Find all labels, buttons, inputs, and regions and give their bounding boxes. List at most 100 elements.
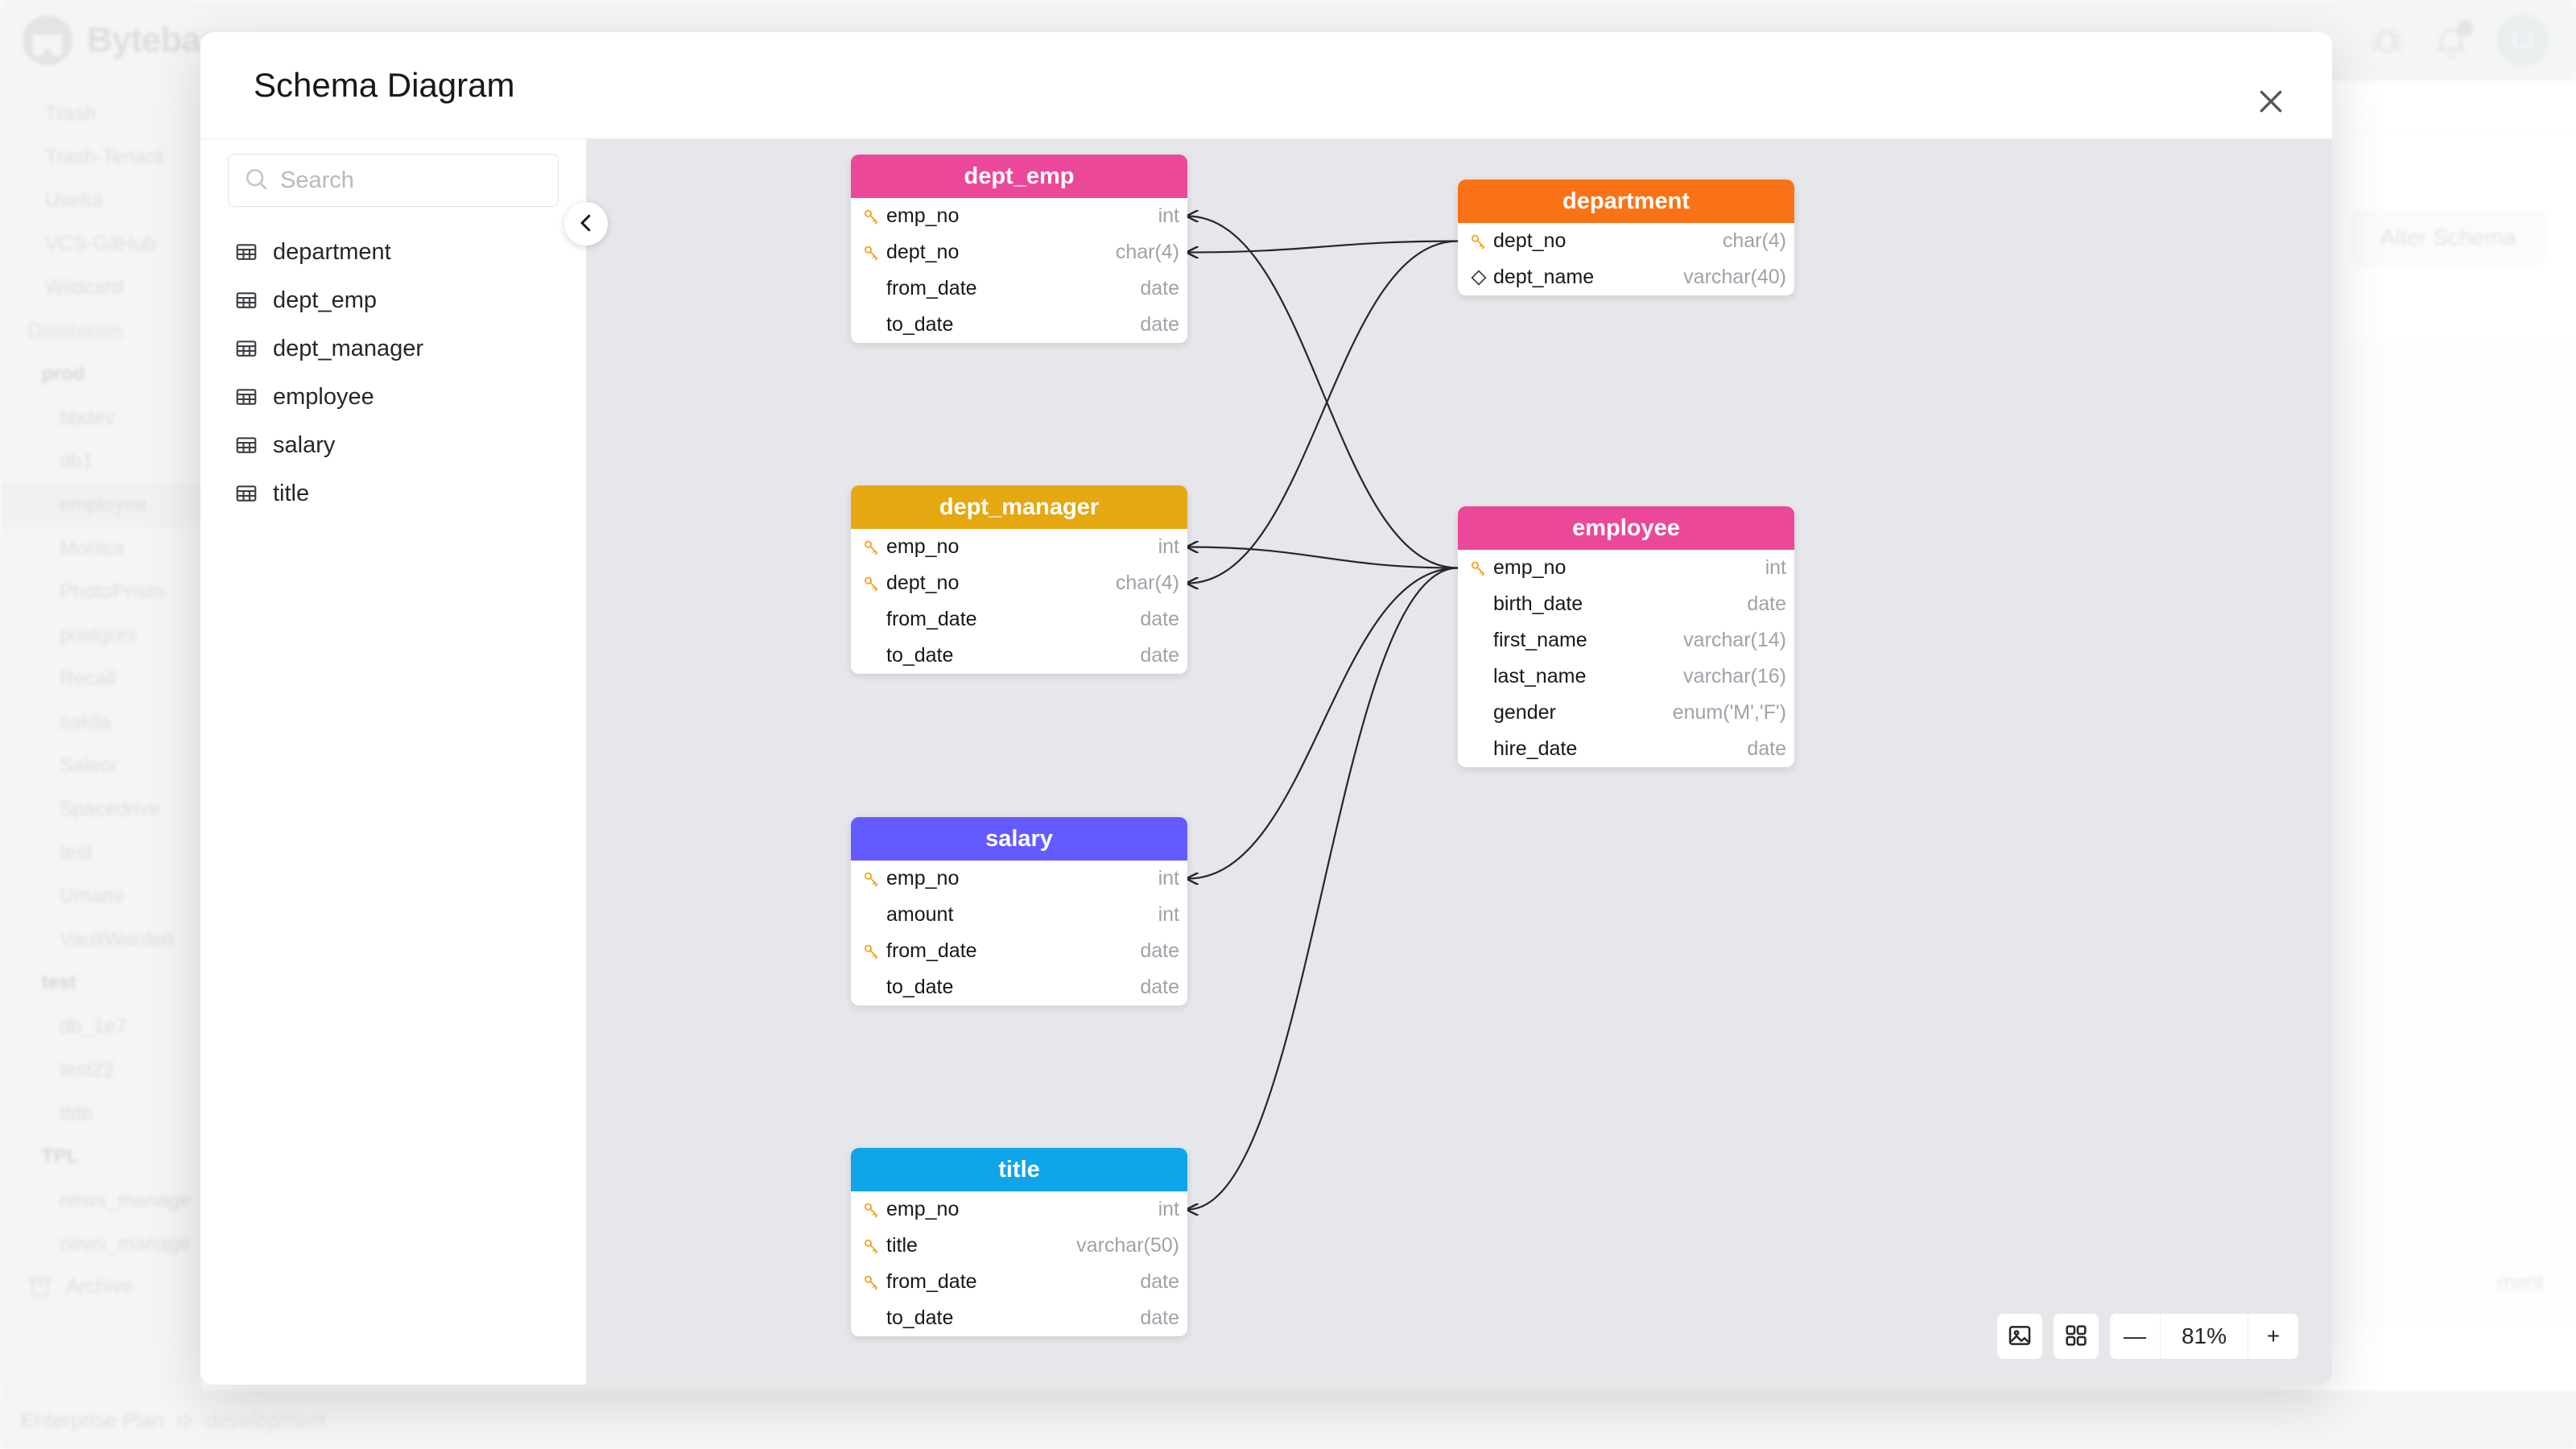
column-type: int: [1158, 867, 1179, 890]
sidebar-item-vcs-github[interactable]: VCS-GitHub: [45, 233, 156, 255]
sidebar-item-test[interactable]: test: [42, 972, 76, 993]
sidebar-item-bbdev[interactable]: bbdev: [60, 407, 115, 429]
key-icon: [1469, 559, 1493, 578]
sidebar-item-postgres[interactable]: postgres: [60, 624, 137, 646]
sidebar-item-umami[interactable]: Umami: [60, 885, 124, 907]
sidebar-item-ttdb[interactable]: ttdb: [60, 1102, 93, 1125]
auto-layout-button[interactable]: [2054, 1314, 2099, 1359]
sidebar-item-archive[interactable]: Archive: [0, 1265, 201, 1307]
sidebar-item-test[interactable]: test: [60, 841, 93, 864]
sidebar-item-trash[interactable]: Trash: [45, 102, 96, 125]
sidebar-item-test22[interactable]: test22: [60, 1059, 115, 1081]
grid-icon: [2063, 1323, 2089, 1351]
sidebar-item-db1[interactable]: db1: [60, 450, 93, 473]
zoom-in-button[interactable]: +: [2248, 1314, 2298, 1359]
zoom-out-button[interactable]: —: [2110, 1314, 2160, 1359]
column-name: dept_name: [1493, 266, 1595, 288]
alter-schema-button[interactable]: Alter Schema: [2351, 211, 2544, 264]
close-icon[interactable]: [2248, 79, 2293, 124]
chevron-left-icon: [574, 211, 598, 237]
sidebar-item-monica[interactable]: Monica: [60, 537, 125, 559]
modal-body: departmentdept_empdept_manageremployeesa…: [200, 138, 2332, 1385]
sidebar-item-tpl[interactable]: TPL: [42, 1146, 79, 1167]
export-image-button[interactable]: [1997, 1314, 2042, 1359]
collapse-panel-button[interactable]: [564, 202, 608, 246]
column-type: int: [1158, 204, 1179, 227]
table-list-item[interactable]: salary: [228, 421, 559, 469]
sidebar-item-vaultwarden[interactable]: VaultWarden: [60, 928, 174, 951]
column-name: emp_no: [1493, 556, 1567, 579]
key-icon: [862, 869, 886, 889]
sidebar-item-news-manage[interactable]: news_manage: [60, 1232, 191, 1255]
column-name: emp_no: [886, 867, 960, 890]
sidebar-item-prod[interactable]: prod: [42, 363, 85, 385]
table-list-item[interactable]: dept_manager: [228, 324, 559, 373]
sidebar-item-wildcard[interactable]: Wildcard: [45, 276, 124, 299]
bytebase-logo-icon: [23, 15, 72, 65]
key-icon: [862, 1200, 886, 1220]
diagram-node-title: department: [1458, 180, 1794, 223]
sidebar-item-spacedrive[interactable]: Spacedrive: [60, 798, 161, 820]
column-type: varchar(14): [1683, 629, 1786, 651]
notification-bell-icon[interactable]: [2433, 20, 2473, 59]
table-grid-icon: [234, 288, 258, 312]
column-type: date: [1747, 737, 1786, 760]
bug-icon[interactable]: [2368, 22, 2405, 59]
sidebar-item-news-manage[interactable]: news_manage: [60, 1189, 191, 1212]
canvas-toolbar: — 81% +: [1997, 1314, 2298, 1359]
sidebar-item-photoprism[interactable]: PhotoPrism: [60, 580, 164, 603]
table-list-item[interactable]: department: [228, 228, 559, 276]
avatar[interactable]: LJ: [2497, 14, 2549, 66]
sidebar-item-db-1e7[interactable]: db_1e7: [60, 1015, 127, 1038]
table-list-item[interactable]: dept_emp: [228, 276, 559, 324]
key-icon: [1469, 232, 1493, 251]
diagram-column-row[interactable]: emp_no int: [851, 861, 1187, 897]
column-name: to_date: [886, 976, 954, 998]
sidebar-item-employee[interactable]: employee: [0, 483, 201, 526]
search-box[interactable]: [228, 154, 559, 207]
sidebar-item-sakila[interactable]: sakila: [60, 711, 111, 733]
sidebar-item-databases[interactable]: Databases: [27, 320, 124, 342]
plan-label: Enterprise Plan: [21, 1408, 164, 1432]
search-icon: [243, 166, 269, 196]
sidebar-item-useful[interactable]: Useful: [45, 189, 102, 212]
search-input[interactable]: [280, 167, 543, 194]
table-list-item-label: salary: [273, 431, 336, 458]
sidebar-item-saleor[interactable]: Saleor: [60, 754, 118, 777]
table-list-item[interactable]: employee: [228, 373, 559, 421]
sidebar-item-trash-tenant[interactable]: Trash-Tenant: [45, 146, 163, 168]
speaker-icon: [177, 1412, 192, 1429]
sidebar-item-recall[interactable]: Recall: [60, 667, 116, 690]
table-list-item[interactable]: title: [228, 469, 559, 518]
